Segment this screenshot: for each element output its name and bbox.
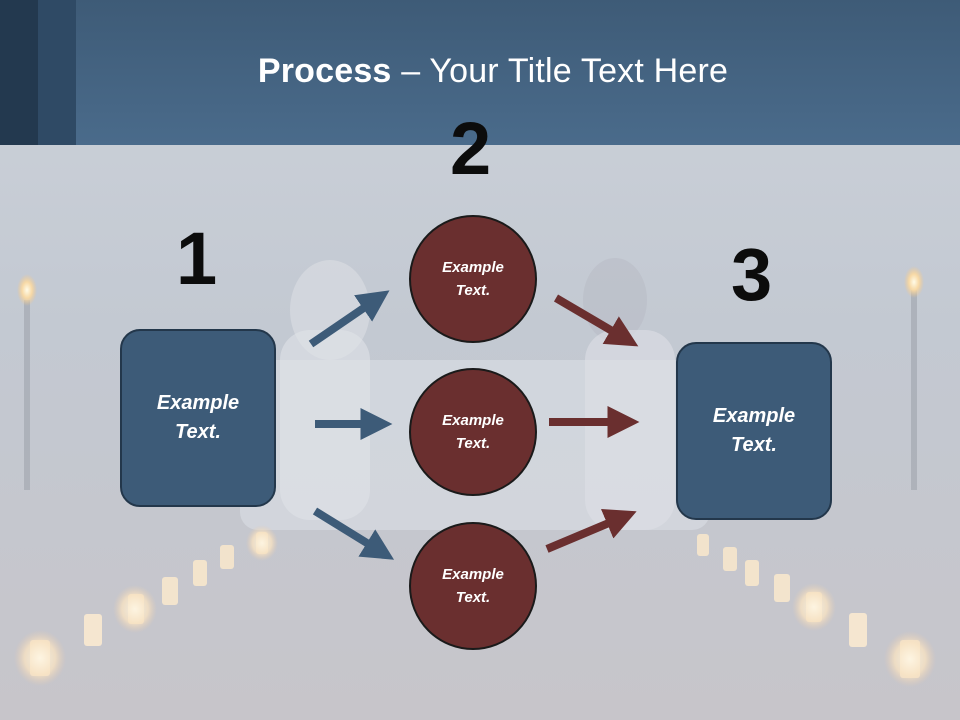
circle-top-text: Example Text. xyxy=(442,259,504,299)
step-number-2: 2 xyxy=(450,107,492,190)
slide-title-rest: – Your Title Text Here xyxy=(391,52,729,90)
slide-title: Process – Your Title Text Here xyxy=(0,52,960,91)
slide-title-bold: Process xyxy=(257,52,392,90)
title-band xyxy=(0,0,960,145)
arrow-box1-to-circle1 xyxy=(308,290,390,348)
arrow-circle1-to-box3 xyxy=(553,294,639,347)
step1-box: Example Text. xyxy=(120,329,276,507)
step2-circle-middle: Example Text. xyxy=(409,368,537,496)
arrow-circle3-to-box3 xyxy=(545,508,637,553)
step-number-1: 1 xyxy=(176,217,218,300)
circle-bottom-text: Example Text. xyxy=(442,566,504,606)
step3-box-text: Example Text. xyxy=(712,405,796,456)
arrow-box1-to-circle3 xyxy=(312,507,395,560)
step-number-3: 3 xyxy=(731,233,773,316)
step3-box: Example Text. xyxy=(676,342,832,520)
header-accent-dark xyxy=(0,0,38,145)
step2-circle-bottom: Example Text. xyxy=(409,522,537,650)
circle-middle-text: Example Text. xyxy=(442,412,504,452)
header-accent-mid xyxy=(38,0,76,145)
step2-circle-top: Example Text. xyxy=(409,215,537,343)
step1-box-text: Example Text. xyxy=(156,392,240,443)
